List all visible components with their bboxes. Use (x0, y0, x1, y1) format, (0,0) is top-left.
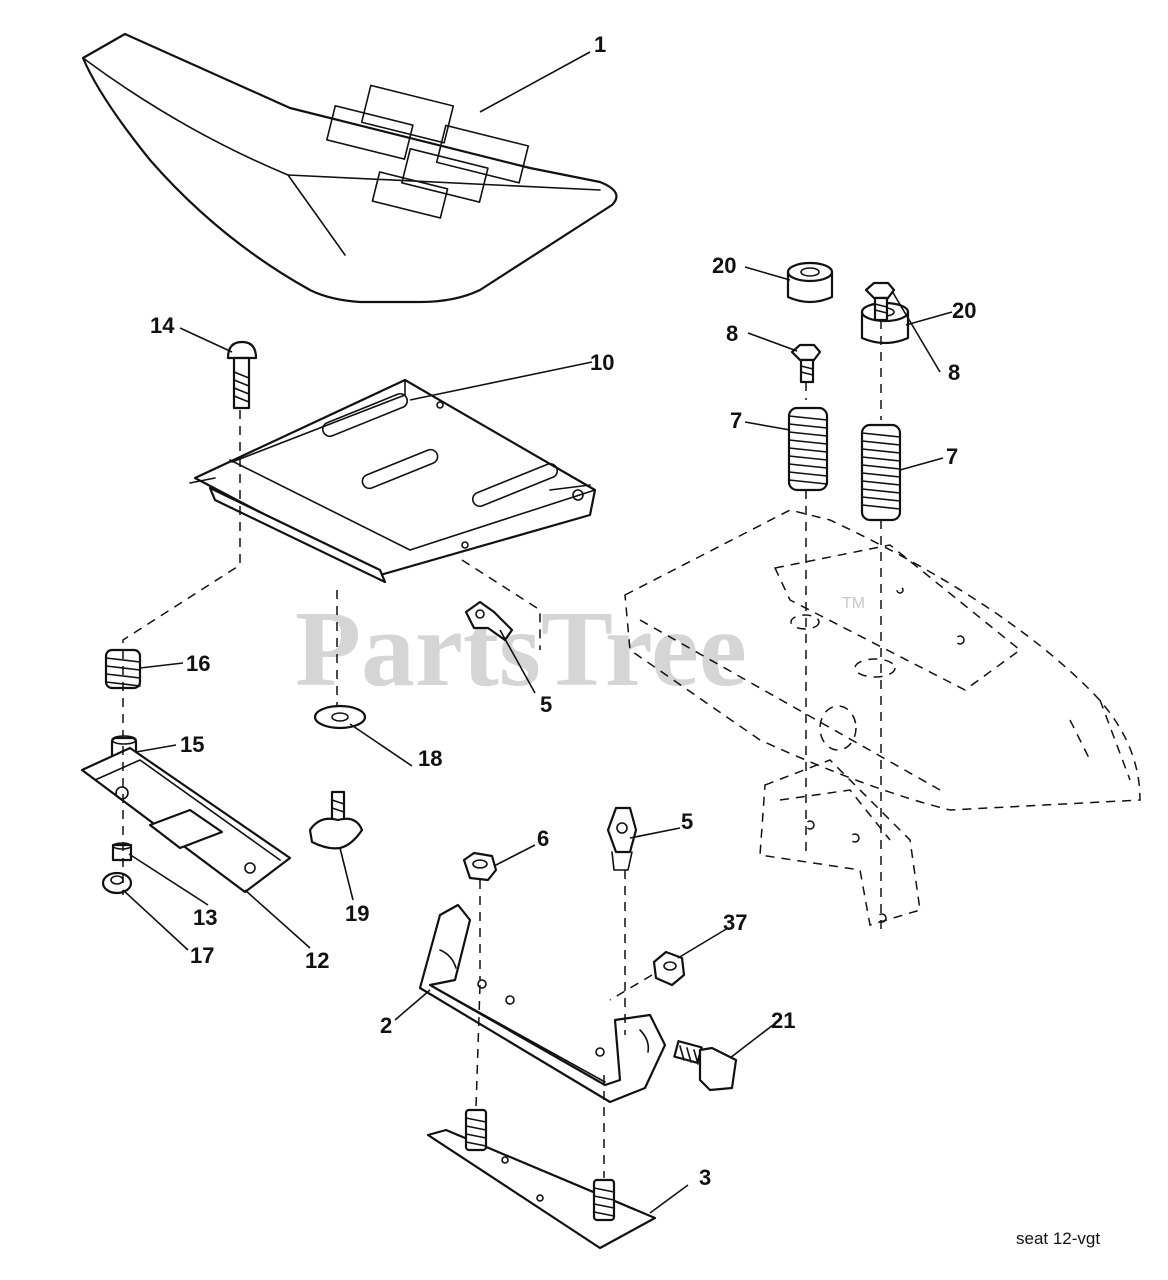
callout-5-upper: 5 (540, 692, 552, 717)
part-washer[interactable] (313, 704, 367, 730)
callout-7-left: 7 (730, 408, 742, 433)
callout-8-left: 8 (726, 321, 738, 346)
part-bolt-left[interactable] (790, 343, 822, 384)
callout-20-left: 20 (712, 253, 736, 278)
callout-19: 19 (345, 901, 369, 926)
callout-2: 2 (380, 1013, 392, 1038)
watermark-text: PartsTree (295, 590, 747, 709)
callout-12: 12 (305, 948, 329, 973)
part-locknut-17[interactable] (101, 871, 133, 895)
part-carriage-bolt[interactable] (226, 340, 258, 410)
part-spring-left[interactable] (787, 406, 829, 492)
part-base-plate[interactable] (426, 1108, 657, 1250)
callout-21: 21 (771, 1008, 795, 1033)
part-seat-pan[interactable] (189, 378, 597, 584)
part-flange-nut[interactable] (652, 950, 686, 987)
callout-18: 18 (418, 746, 442, 771)
callout-10: 10 (590, 350, 614, 375)
part-wing-knob[interactable] (308, 790, 364, 850)
callout-6: 6 (537, 826, 549, 851)
frame-reference (624, 509, 1141, 926)
callout-5-lower: 5 (681, 809, 693, 834)
part-hex-nut[interactable] (462, 851, 498, 882)
part-clip-lower[interactable] (606, 806, 638, 871)
watermark-tm: TM (842, 595, 865, 612)
callout-3: 3 (699, 1165, 711, 1190)
callout-8-right: 8 (948, 360, 960, 385)
part-spring-right[interactable] (860, 423, 902, 522)
callout-14: 14 (150, 313, 175, 338)
drawing-code: seat 12-vgt (1016, 1229, 1100, 1248)
part-mounting-bracket[interactable] (418, 903, 667, 1104)
callout-15: 15 (180, 732, 204, 757)
callout-1: 1 (594, 32, 606, 57)
part-seat[interactable] (81, 32, 618, 304)
part-slide-plate[interactable] (80, 746, 292, 894)
callout-17: 17 (190, 943, 214, 968)
callout-37: 37 (723, 910, 747, 935)
leader-lines (122, 51, 953, 1214)
callout-16: 16 (186, 651, 210, 676)
callout-13: 13 (193, 905, 217, 930)
callout-20-right: 20 (952, 298, 976, 323)
part-bolt-right[interactable] (864, 281, 896, 322)
part-bushing-left[interactable] (786, 261, 834, 304)
callout-7-right: 7 (946, 444, 958, 469)
watermark: PartsTree TM (295, 590, 865, 709)
part-nut-13[interactable] (111, 842, 133, 862)
assembly-lines (122, 320, 882, 1178)
part-shoulder-bolt[interactable] (673, 1040, 738, 1092)
callouts: 1 2 3 5 5 6 7 7 8 8 10 12 13 14 15 16 17… (150, 32, 976, 1190)
